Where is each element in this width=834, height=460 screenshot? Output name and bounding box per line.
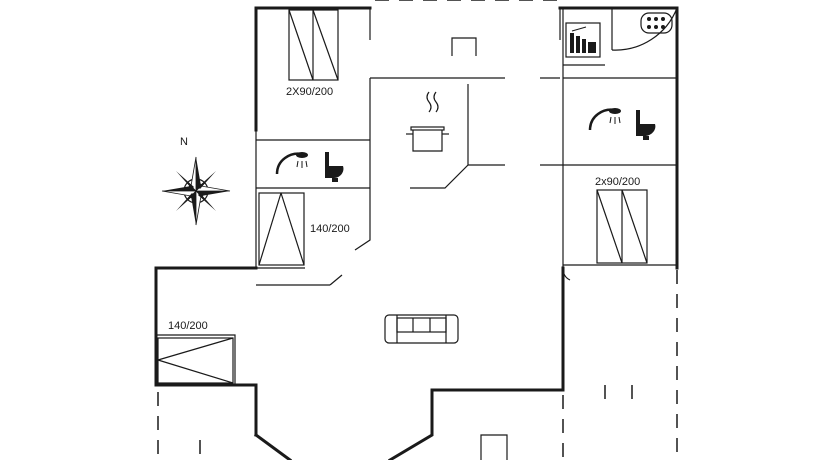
shower-icon <box>275 152 308 175</box>
whirlpool-icon <box>640 12 673 34</box>
shower-icon <box>588 108 621 131</box>
terrace-outline <box>157 0 678 460</box>
bed-label-middle-left: 140/200 <box>310 223 350 235</box>
fireplace-icon <box>451 37 477 56</box>
cooking-pot-icon <box>406 91 449 152</box>
bed-label-right: 2x90/200 <box>595 176 640 188</box>
bed-label-bottom-left: 140/200 <box>168 320 208 332</box>
bed-label-top-left: 2X90/200 <box>286 86 333 98</box>
toilet-icon <box>325 152 344 182</box>
compass-north-label: N <box>180 136 188 148</box>
bed-top-left <box>288 9 339 81</box>
stove-icon <box>480 434 508 460</box>
bed-middle-left <box>258 192 305 266</box>
sofa-icon <box>384 314 459 344</box>
door-arc-spa <box>611 7 678 51</box>
interior-walls <box>156 8 677 385</box>
compass-rose-icon <box>161 156 231 226</box>
sauna-icon <box>565 22 601 58</box>
bed-bottom-left <box>157 337 234 384</box>
door-swings <box>562 7 678 281</box>
toilet-icon <box>636 110 656 140</box>
bed-right <box>596 189 648 264</box>
exterior-walls <box>154 6 679 460</box>
